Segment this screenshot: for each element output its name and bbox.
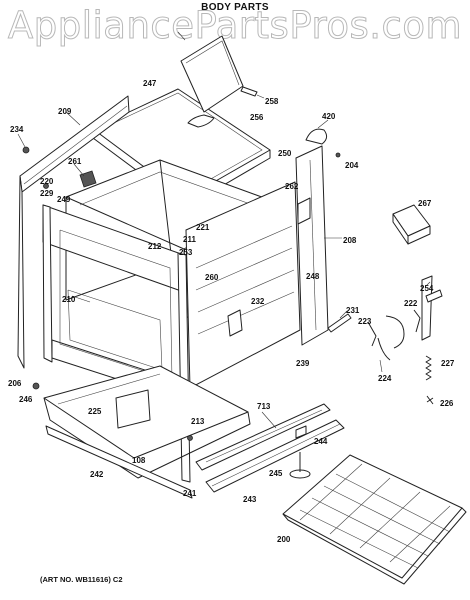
part-label-213: 213 [191, 417, 205, 426]
part-label-226: 226 [440, 399, 454, 408]
part-label-209: 209 [58, 107, 72, 116]
part-label-258: 258 [265, 97, 279, 106]
part-label-108: 108 [132, 456, 146, 465]
part-label-246: 246 [19, 395, 33, 404]
flue-cover [177, 31, 244, 113]
part-label-244: 244 [314, 437, 328, 446]
part-label-239: 239 [296, 359, 310, 368]
right-side-panel [185, 181, 305, 389]
part-label-229: 229 [40, 189, 54, 198]
part-261 [73, 163, 97, 188]
part-label-713: 713 [257, 402, 271, 411]
watermark-logo: AppliancePartsPros.com [7, 4, 463, 48]
left-side-panel [17, 95, 130, 369]
part-label-242: 242 [90, 470, 104, 479]
part-label-211: 211 [183, 235, 196, 244]
part-label-254: 254 [420, 284, 434, 293]
diagram-title: BODY PARTS [201, 2, 269, 13]
part-label-261: 261 [68, 157, 82, 166]
screw-234 [22, 146, 30, 154]
part-label-253: 253 [179, 248, 193, 257]
part-label-267: 267 [418, 199, 432, 208]
part-label-247: 247 [143, 79, 157, 88]
part-label-420: 420 [322, 112, 336, 121]
leveler-245 [289, 452, 311, 479]
part-label-225: 225 [88, 407, 102, 416]
hinge-254 [421, 275, 443, 341]
part-label-249: 249 [57, 195, 71, 204]
part-label-256: 256 [250, 113, 264, 122]
part-label-248: 248 [306, 272, 320, 281]
part-420 [305, 119, 329, 145]
foot-244 [295, 425, 307, 439]
part-label-234: 234 [10, 125, 24, 134]
part-label-243: 243 [243, 495, 257, 504]
part-label-221: 221 [196, 223, 210, 232]
rail-713 [195, 403, 331, 471]
oven-rack [282, 454, 467, 585]
part-label-200: 200 [277, 535, 291, 544]
part-label-222: 222 [404, 299, 418, 308]
screw-220 [43, 183, 49, 189]
part-label-220: 220 [40, 177, 54, 186]
part-label-232: 232 [251, 297, 265, 306]
part-label-224: 224 [378, 374, 392, 383]
part-267 [392, 204, 431, 245]
bottom-pan [43, 365, 251, 479]
kick-plate-242 [45, 425, 193, 499]
part-label-212: 212 [148, 242, 162, 251]
part-label-227: 227 [441, 359, 455, 368]
screw-206 [32, 382, 40, 390]
spring-227 [425, 355, 432, 381]
part-label-208: 208 [343, 236, 357, 245]
part-label-241: 241 [183, 489, 197, 498]
part-label-245: 245 [269, 469, 283, 478]
part-label-204: 204 [345, 161, 359, 170]
part-label-231: 231 [346, 306, 360, 315]
screw-204 [335, 152, 341, 158]
part-label-210: 210 [62, 295, 76, 304]
rear-panel-208 [295, 145, 342, 346]
part-label-250: 250 [278, 149, 292, 158]
hinge-222 [413, 309, 421, 333]
part-223 [367, 315, 405, 349]
part-226 [426, 395, 434, 405]
art-number: (ART NO. WB11616) C2 [40, 575, 123, 584]
part-224 [377, 337, 391, 373]
screw-213 [187, 435, 193, 441]
part-label-206: 206 [8, 379, 22, 388]
part-label-262: 262 [285, 182, 299, 191]
rail-243 [205, 419, 345, 493]
part-label-223: 223 [358, 317, 372, 326]
part-231 [327, 310, 352, 333]
part-label-260: 260 [205, 273, 219, 282]
bracket-258 [240, 86, 265, 99]
